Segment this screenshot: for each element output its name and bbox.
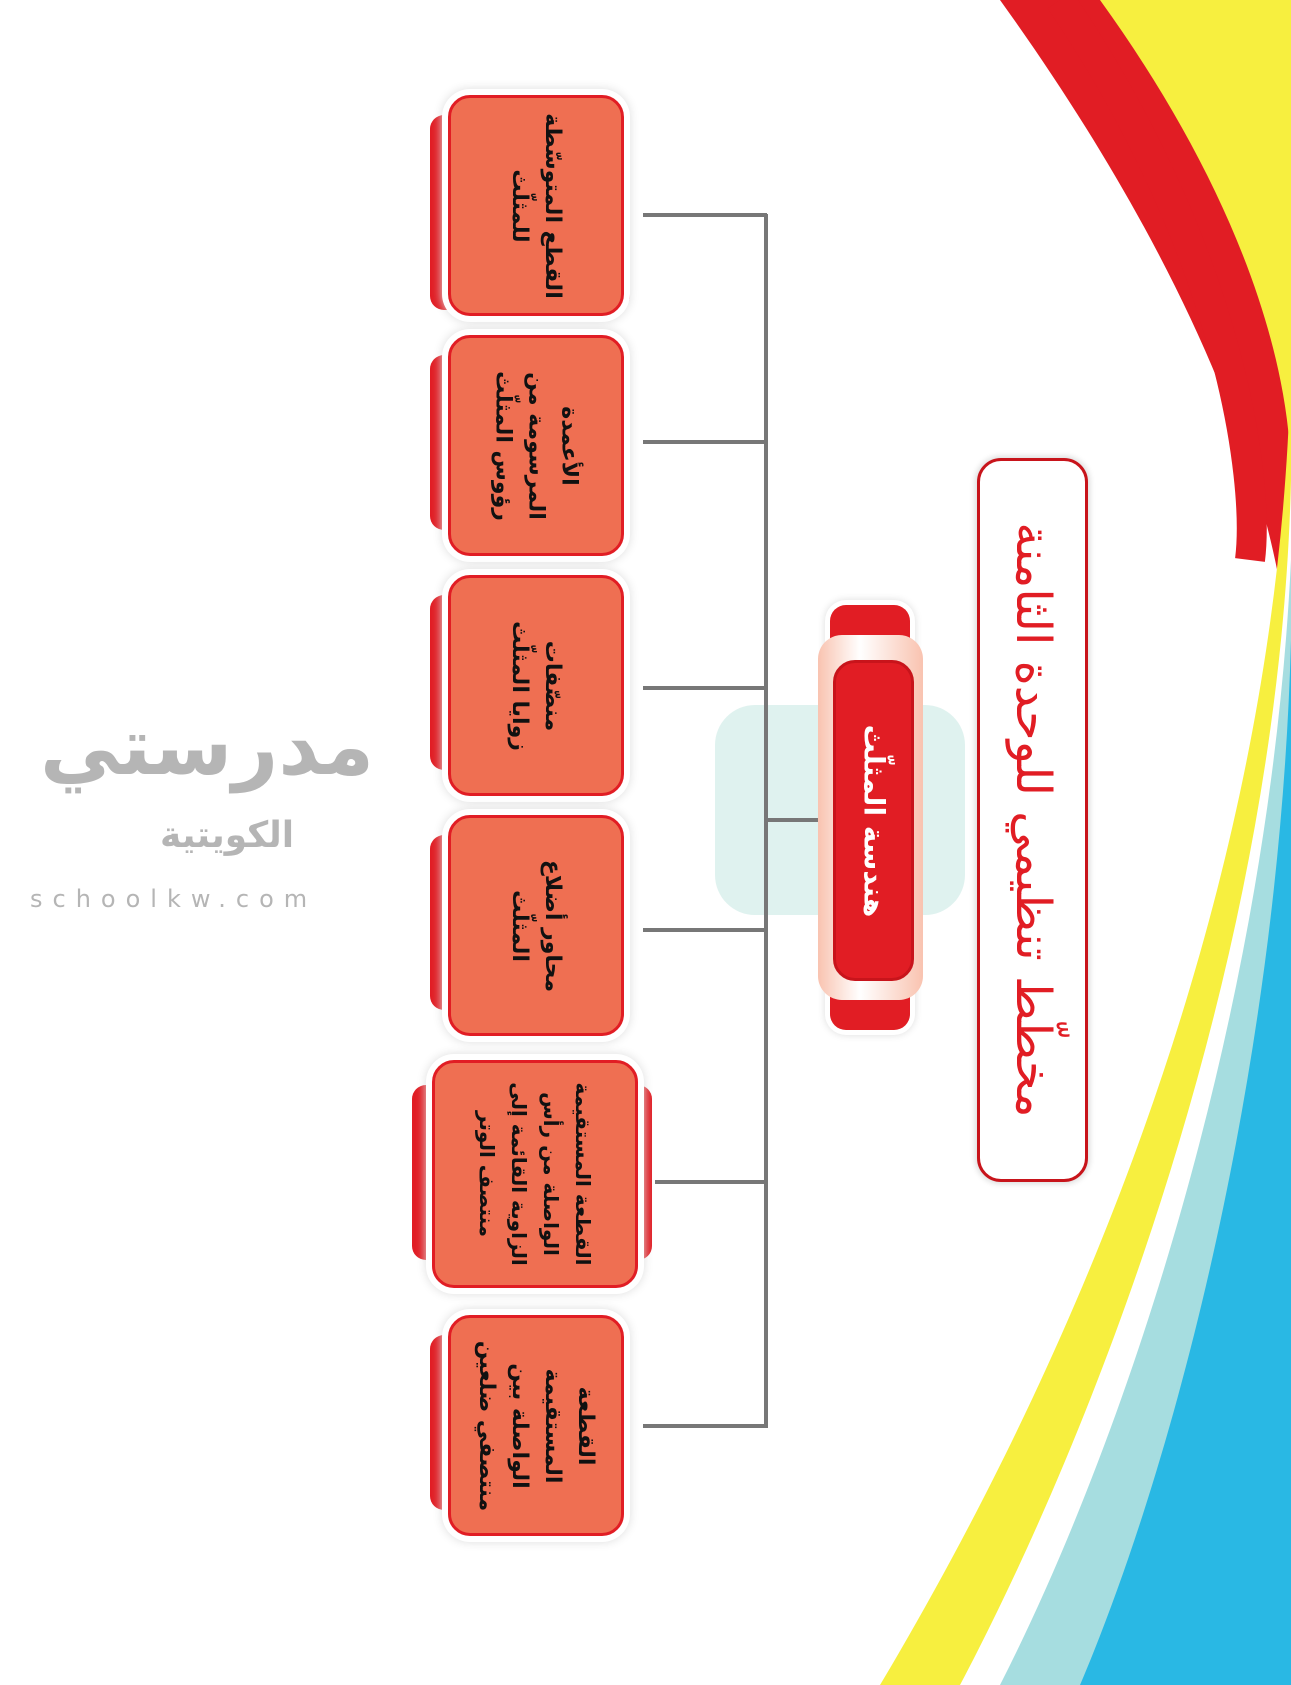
watermark-url: schoolkw.com bbox=[30, 885, 318, 913]
node-altitudes: الأعمدة المرسومة من رؤوس المثلّث bbox=[448, 335, 624, 556]
connector bbox=[643, 440, 767, 444]
node-midsegment: القطعة المستقيمة الواصلة بين منتصفي ضلعي… bbox=[448, 1315, 624, 1536]
node-median-to-hypotenuse: القطعة المستقيمة الواصلة من رأس الزاوية … bbox=[432, 1060, 638, 1288]
watermark-logo-text: مدرستي bbox=[40, 700, 375, 793]
node-medians: القطع المتوسّطة للمثلّث bbox=[448, 95, 624, 316]
connector bbox=[643, 1424, 767, 1428]
connector bbox=[643, 213, 767, 217]
connector bbox=[643, 686, 767, 690]
connector-center bbox=[766, 818, 836, 822]
title-frame: مخطّط تنظيمي للوحدة الثامنة bbox=[977, 458, 1088, 1182]
node-perpendicular-bisectors: محاور أضلاع المثلّث bbox=[448, 815, 624, 1036]
connector bbox=[655, 1180, 767, 1184]
center-node: هندسة المثلّث bbox=[833, 660, 914, 981]
page-title: مخطّط تنظيمي للوحدة الثامنة bbox=[1004, 522, 1061, 1118]
watermark-sub-text: الكويتية bbox=[160, 815, 295, 856]
connector bbox=[643, 928, 767, 932]
node-angle-bisectors: منصّفات زوايا المثلّث bbox=[448, 575, 624, 796]
